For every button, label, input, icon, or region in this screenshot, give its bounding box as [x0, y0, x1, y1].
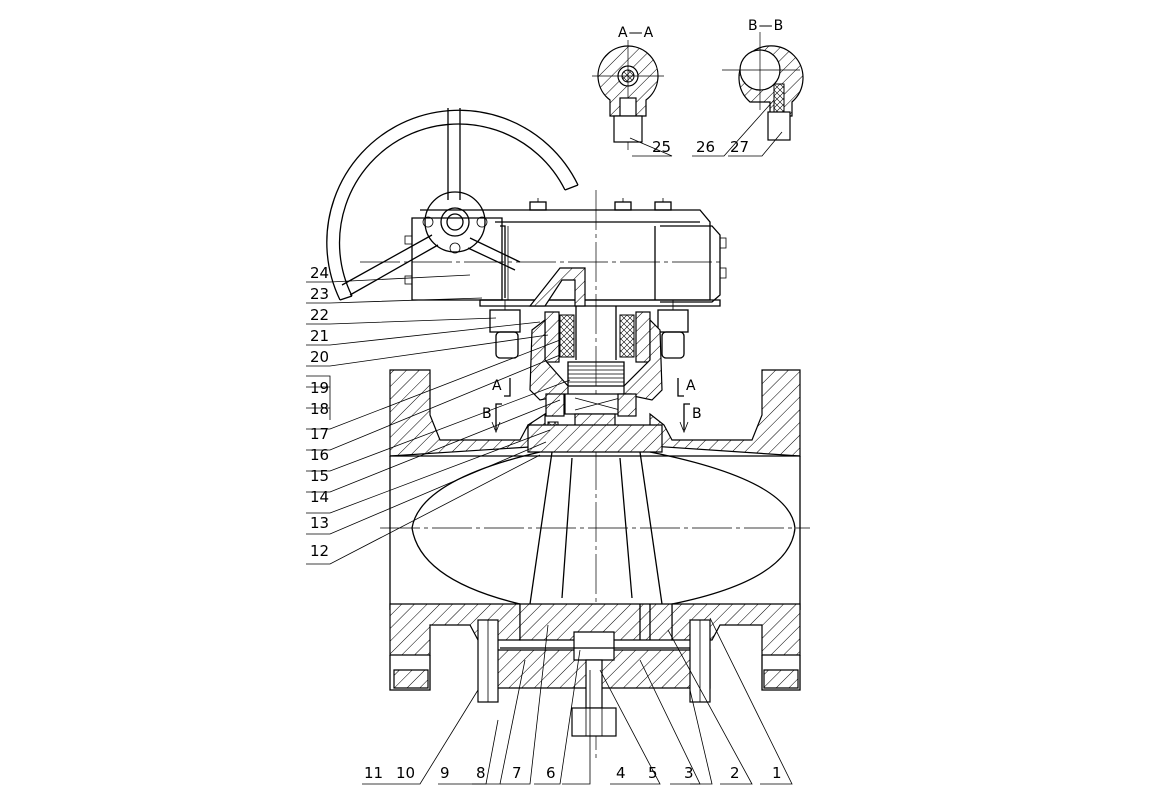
part-label-19: 19 — [310, 379, 329, 397]
valve-body — [380, 369, 810, 737]
handwheel — [326, 108, 579, 301]
part-label-25: 25 — [652, 138, 671, 156]
leader-lines — [306, 99, 793, 785]
part-label-26: 26 — [696, 138, 715, 156]
part-label-11: 11 — [364, 764, 383, 782]
part-label-18: 18 — [310, 400, 329, 418]
part-label-6: 6 — [546, 764, 556, 782]
bonnet — [489, 300, 689, 445]
part-label-7: 7 — [512, 764, 522, 782]
part-label-2: 2 — [730, 764, 740, 782]
gearbox — [404, 198, 727, 307]
part-label-17: 17 — [310, 425, 329, 443]
section-mark-b-left: B — [482, 406, 493, 422]
section-title-b-b: B—B — [748, 18, 784, 34]
section-title-a-a: A—A — [618, 25, 654, 41]
part-label-23: 23 — [310, 285, 329, 303]
part-label-10: 10 — [396, 764, 415, 782]
part-label-4: 4 — [616, 764, 626, 782]
section-a-a — [592, 40, 664, 150]
part-label-5: 5 — [648, 764, 658, 782]
part-label-14: 14 — [310, 488, 329, 506]
section-mark-a-left: A — [492, 378, 503, 394]
part-label-20: 20 — [310, 348, 329, 366]
part-label-9: 9 — [440, 764, 450, 782]
part-label-1: 1 — [772, 764, 782, 782]
part-label-12: 12 — [310, 542, 329, 560]
part-label-24: 24 — [310, 264, 329, 282]
section-mark-a-right: A — [686, 378, 697, 394]
part-label-16: 16 — [310, 446, 329, 464]
section-mark-b-right: B — [692, 406, 703, 422]
part-label-13: 13 — [310, 514, 329, 532]
part-label-27: 27 — [730, 138, 749, 156]
part-label-21: 21 — [310, 327, 329, 345]
section-b-b — [722, 32, 804, 141]
part-label-15: 15 — [310, 467, 329, 485]
part-label-3: 3 — [684, 764, 694, 782]
part-label-8: 8 — [476, 764, 486, 782]
part-label-22: 22 — [310, 306, 329, 324]
